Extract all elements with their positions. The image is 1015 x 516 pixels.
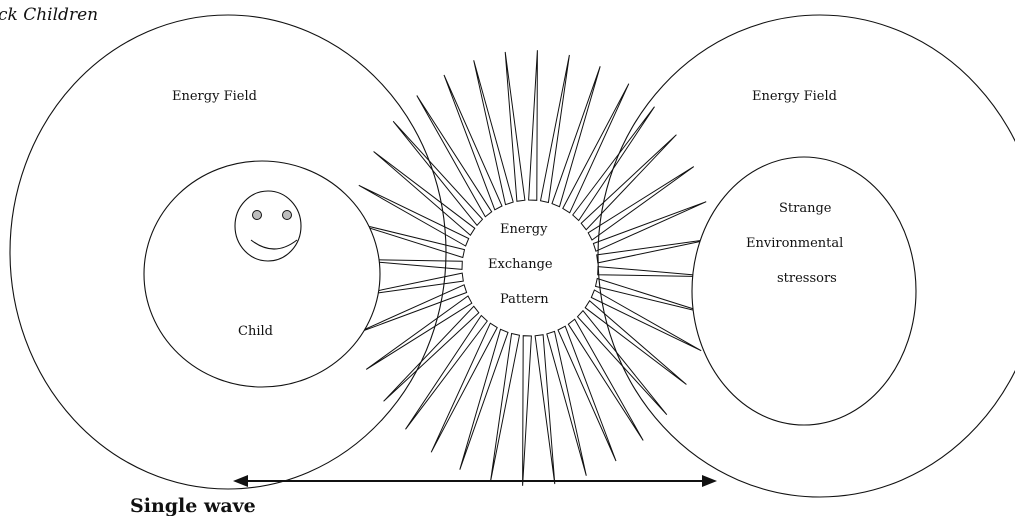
starburst-ray (353, 284, 468, 335)
starburst-ray (590, 289, 702, 352)
starburst-ray (459, 328, 509, 470)
stressor-line-2: Environmental (746, 236, 843, 251)
starburst-ray (346, 272, 464, 298)
right-energy-field (597, 14, 1015, 498)
starburst-ray (592, 201, 707, 252)
starburst-ray (383, 305, 480, 402)
center-line-1: Energy (500, 222, 548, 237)
starburst-ray (373, 151, 476, 236)
starburst-ray (534, 334, 556, 485)
starburst-ray (345, 258, 463, 270)
right-field-title: Energy Field (752, 89, 837, 104)
energy-exchange-starburst (345, 50, 715, 486)
starburst-ray (430, 322, 498, 453)
starburst-ray (392, 120, 484, 227)
smiley-face-icon (234, 190, 302, 262)
child-label: Child (238, 324, 273, 339)
stressor-line-1: Strange (779, 201, 832, 216)
starburst-ray (405, 314, 488, 430)
starburst-ray (546, 330, 587, 476)
starburst-ray (365, 295, 473, 370)
starburst-ray (349, 221, 466, 259)
starburst-ray (597, 266, 715, 278)
center-line-3: Pattern (500, 292, 549, 307)
single-wave-arrow (233, 475, 717, 487)
starburst-ray (443, 74, 503, 211)
starburst-ray (567, 318, 644, 441)
starburst-ray (572, 106, 655, 222)
starburst-ray (594, 277, 711, 315)
starburst-ray (587, 166, 695, 241)
starburst-ray (416, 95, 493, 218)
center-line-2: Exchange (488, 257, 553, 272)
starburst-ray (504, 51, 526, 202)
starburst-ray (562, 83, 630, 214)
starburst-ray (596, 238, 714, 264)
figure-caption: ck Children (0, 5, 98, 25)
starburst-ray (490, 332, 521, 482)
center-disc (472, 204, 588, 328)
child-circle (143, 160, 381, 388)
starburst-ray (473, 60, 514, 206)
stressor-line-3: stressors (777, 271, 837, 286)
single-wave-label: Single wave (130, 495, 256, 516)
starburst-ray (528, 50, 538, 201)
starburst-ray (584, 300, 687, 385)
left-field-title: Energy Field (172, 89, 257, 104)
starburst-ray (580, 134, 677, 231)
stressors-circle (691, 156, 917, 426)
starburst-ray (576, 309, 668, 416)
starburst-ray (557, 325, 617, 462)
starburst-ray (539, 54, 570, 204)
starburst-ray (358, 184, 470, 247)
starburst-ray (551, 66, 601, 208)
starburst-ray (522, 335, 532, 486)
